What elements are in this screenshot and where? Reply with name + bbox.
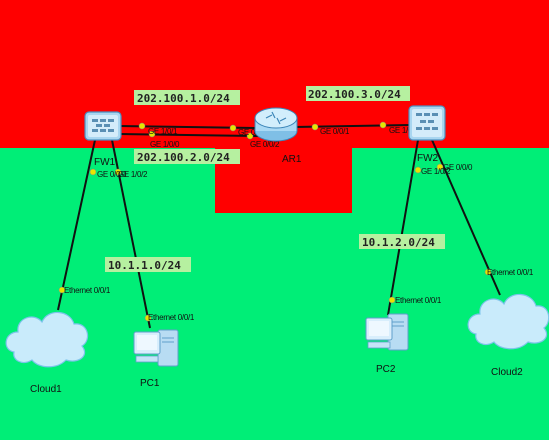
port-dot <box>89 168 97 176</box>
cloud1-label: Cloud1 <box>30 384 62 395</box>
port-label-cloud2-eth: Ethernet 0/0/1 <box>487 268 534 277</box>
port-dot <box>379 121 387 129</box>
cloud2-device[interactable]: Cloud2 <box>467 293 549 378</box>
port-label-fw2-ge100: GE 1/0/0 <box>389 126 419 135</box>
network-label-n1: 202.100.1.0/24 <box>137 92 230 105</box>
net-label-bg <box>134 90 240 105</box>
firewall-icon <box>408 105 446 141</box>
link-fw2-pc2[interactable] <box>387 139 419 316</box>
port-dot <box>414 166 422 174</box>
fw2-label: FW2 <box>417 153 439 164</box>
port-dot <box>246 132 254 140</box>
link-fw1-cloud1[interactable] <box>57 139 96 311</box>
port-label-pc1-eth: Ethernet 0/0/1 <box>148 313 195 322</box>
router-icon <box>254 107 298 142</box>
network-label-n4: 10.1.1.0/24 <box>108 259 181 272</box>
ar1-device[interactable]: AR1 <box>254 107 302 165</box>
cloud2-label: Cloud2 <box>491 367 523 378</box>
link-fw1-ar1-bottom[interactable] <box>119 133 259 137</box>
network-label-n2: 202.100.2.0/24 <box>137 151 230 164</box>
cloud1-device[interactable]: Cloud1 <box>5 311 89 395</box>
port-label-fw1-ge000: GE 0/0/0 <box>97 170 127 179</box>
net-label-bg <box>306 86 410 101</box>
firewall-icon <box>84 111 122 141</box>
port-label-ar1-ge000: GE 0/0/0 <box>238 128 268 137</box>
port-dots <box>58 121 492 322</box>
port-dot <box>58 286 66 294</box>
port-dot <box>148 130 156 138</box>
pc2-label: PC2 <box>376 364 396 375</box>
ar1-label: AR1 <box>282 154 302 165</box>
fw1-device[interactable]: FW1 <box>84 111 122 168</box>
net-label-bg <box>105 257 191 272</box>
port-label-fw2-ge102: GE 1/0/2 <box>421 167 451 176</box>
pc1-device[interactable]: PC1 <box>133 329 179 389</box>
port-dot <box>484 268 492 276</box>
port-dot <box>144 314 152 322</box>
pc-icon <box>365 313 409 351</box>
port-label-fw1-ge100: GE 1/0/0 <box>150 140 180 149</box>
network-label-n3: 202.100.3.0/24 <box>308 88 401 101</box>
port-label-ar1-ge002: GE 0/0/2 <box>250 140 280 149</box>
port-dot <box>138 122 146 130</box>
port-label-fw1-ge101: GE 1/0/1 <box>148 127 178 136</box>
network-label-n5: 10.1.2.0/24 <box>362 236 435 249</box>
port-dot <box>114 168 122 176</box>
port-label-pc2-eth: Ethernet 0/0/1 <box>395 296 442 305</box>
port-label-cloud1-eth: Ethernet 0/0/1 <box>64 286 111 295</box>
port-dot <box>311 123 319 131</box>
untrust-zone <box>0 0 549 213</box>
pc-icon <box>133 329 179 367</box>
pc1-label: PC1 <box>140 378 160 389</box>
net-label-bg <box>134 149 240 164</box>
cloud-icon <box>5 311 89 368</box>
port-dot <box>229 124 237 132</box>
cloud-icon <box>467 293 549 350</box>
fw2-device[interactable]: FW2 <box>408 105 446 164</box>
net-label-bg <box>359 234 445 249</box>
fw1-label: FW1 <box>94 157 116 168</box>
pc2-device[interactable]: PC2 <box>365 313 409 375</box>
port-dot <box>388 296 396 304</box>
port-label-fw1-ge102: GE 1/0/2 <box>118 170 148 179</box>
port-label-fw2-ge000: GE 0/0/0 <box>443 163 473 172</box>
port-label-ar1-ge001: GE 0/0/1 <box>320 127 350 136</box>
port-dot <box>436 163 444 171</box>
